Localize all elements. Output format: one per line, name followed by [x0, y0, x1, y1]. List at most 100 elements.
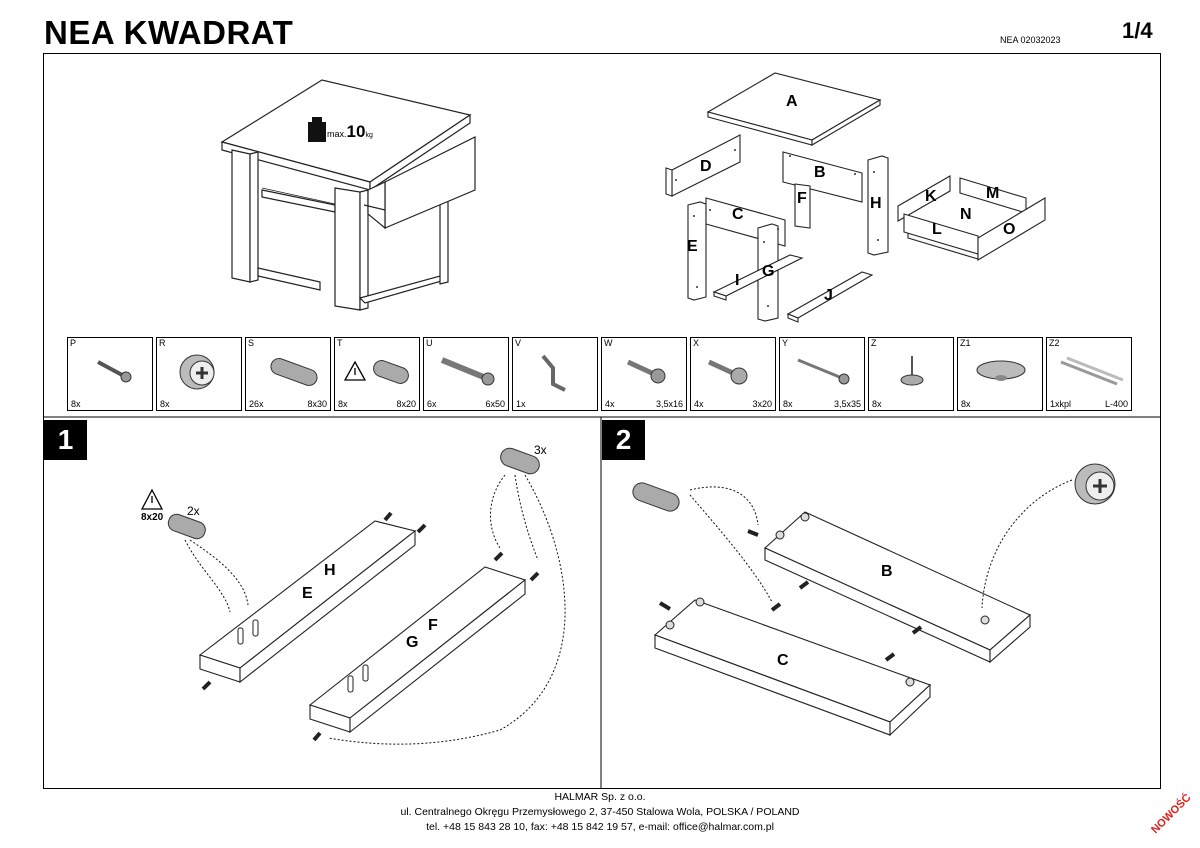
part-qty: 8x	[338, 399, 348, 409]
step1-dowel2-count: 3x	[534, 443, 547, 457]
hex-key-icon	[541, 354, 566, 392]
part-size: 3x20	[752, 399, 772, 409]
part-qty: 1xkpl	[1050, 399, 1072, 409]
exploded-view-illustration	[665, 72, 1046, 323]
step2-label-b: B	[881, 563, 893, 580]
step1-panels	[198, 520, 527, 734]
part-z: Z 8x	[868, 337, 954, 411]
part-w: W 4x 3,5x16	[601, 337, 687, 411]
warning-triangle-icon	[140, 488, 164, 510]
assembled-table-illustration	[220, 79, 476, 311]
panel-label-d: D	[700, 158, 712, 175]
part-qty: 4x	[605, 399, 615, 409]
part-qty: 8x	[783, 399, 793, 409]
part-qty: 4x	[694, 399, 704, 409]
part-z1: Z1 8x	[957, 337, 1043, 411]
step1-dowel-count: 2x	[187, 504, 200, 518]
part-u: U 6x 6x50	[423, 337, 509, 411]
footer-company: HALMAR Sp. z o.o.	[554, 791, 646, 803]
page-number: 1/4	[1122, 18, 1153, 43]
panel-label-g: G	[762, 263, 775, 280]
dowel-3x-illustration	[500, 447, 540, 475]
main-frame	[43, 53, 1161, 789]
panel-label-k: K	[925, 188, 937, 205]
step2-panels	[653, 511, 1032, 737]
step1-label-h: H	[324, 562, 336, 579]
long-screw-icon	[797, 358, 850, 385]
footer-contact: tel. +48 15 843 28 10, fax: +48 15 842 1…	[426, 821, 774, 833]
short-screw-icon	[626, 359, 666, 384]
step1-number: 1	[44, 420, 87, 460]
panel-label-f: F	[797, 190, 807, 207]
panel-label-a: A	[786, 93, 798, 110]
dowel-icon	[270, 358, 318, 386]
dowel-2x-illustration	[167, 513, 206, 540]
panel-label-e: E	[687, 238, 698, 255]
max-load-unit: kg	[365, 132, 373, 139]
part-code: V	[515, 338, 522, 348]
screw-icon	[440, 357, 495, 386]
step2-fittings	[658, 512, 990, 687]
panel-label-m: M	[986, 185, 1000, 202]
pan-screw-icon	[707, 359, 748, 385]
part-z2: Z2 1xkpl L-400	[1046, 337, 1132, 411]
part-code: Y	[782, 338, 789, 348]
max-load-value: 10	[346, 122, 366, 141]
part-size: L-400	[1104, 399, 1128, 409]
part-code: Z	[871, 338, 877, 348]
step1-label-f: F	[428, 617, 438, 634]
panel-label-o: O	[1003, 221, 1016, 238]
part-size: 3,5x16	[655, 399, 683, 409]
part-code: U	[426, 338, 433, 348]
part-code: P	[70, 338, 77, 348]
part-p: P 8x	[67, 337, 153, 411]
document-code: NEA 02032023	[1000, 35, 1061, 45]
glide-foot-icon	[900, 356, 924, 386]
panel-label-c: C	[732, 206, 744, 223]
cam-bolt-icon	[97, 360, 132, 383]
panel-label-h: H	[870, 195, 882, 212]
panel-label-i: I	[735, 272, 740, 289]
step2-arrows	[689, 479, 1073, 609]
part-size: 6x50	[485, 399, 505, 409]
part-y: Y 8x 3,5x35	[779, 337, 865, 411]
drawer-runner-icon	[1060, 356, 1124, 386]
footer: HALMAR Sp. z o.o. ul. Centralnego Okręgu…	[0, 790, 1200, 835]
panel-dots	[675, 149, 879, 307]
step2-dowel-illustration	[632, 482, 680, 512]
panel-label-n: N	[960, 206, 972, 223]
part-s: S 26x 8x30	[245, 337, 331, 411]
part-qty: 1x	[516, 399, 526, 409]
part-qty: 8x	[160, 399, 170, 409]
part-code: S	[248, 338, 255, 348]
panel-label-l: L	[932, 221, 942, 238]
step1-label-e: E	[302, 585, 313, 602]
part-v: V 1x	[512, 337, 598, 411]
part-qty: 8x	[961, 399, 971, 409]
part-code: W	[604, 338, 613, 348]
panel-label-b: B	[814, 164, 826, 181]
step2-number: 2	[602, 420, 645, 460]
part-size: 3,5x35	[833, 399, 861, 409]
part-qty: 8x	[71, 399, 81, 409]
part-code: Z2	[1049, 338, 1060, 348]
part-code: Z1	[960, 338, 971, 348]
cam-lock-icon	[179, 354, 215, 390]
footer-address: ul. Centralnego Okręgu Przemysłowego 2, …	[400, 806, 800, 818]
step2-cam-lock-illustration	[1074, 463, 1116, 505]
step1-dowels	[201, 511, 540, 742]
panel-label-j: J	[824, 287, 833, 304]
part-code: R	[159, 338, 166, 348]
part-qty: 26x	[249, 399, 264, 409]
step1-dowel-size: 8x20	[141, 512, 164, 523]
max-load-prefix: max.	[327, 129, 347, 139]
part-x: X 4x 3x20	[690, 337, 776, 411]
part-code: T	[337, 338, 343, 348]
part-qty: 8x	[872, 399, 882, 409]
part-size: 8x30	[307, 399, 327, 409]
part-size: 8x20	[396, 399, 416, 409]
part-t: T 8x 8x20	[334, 337, 420, 411]
step2-label-c: C	[777, 652, 789, 669]
part-r: R 8x	[156, 337, 242, 411]
